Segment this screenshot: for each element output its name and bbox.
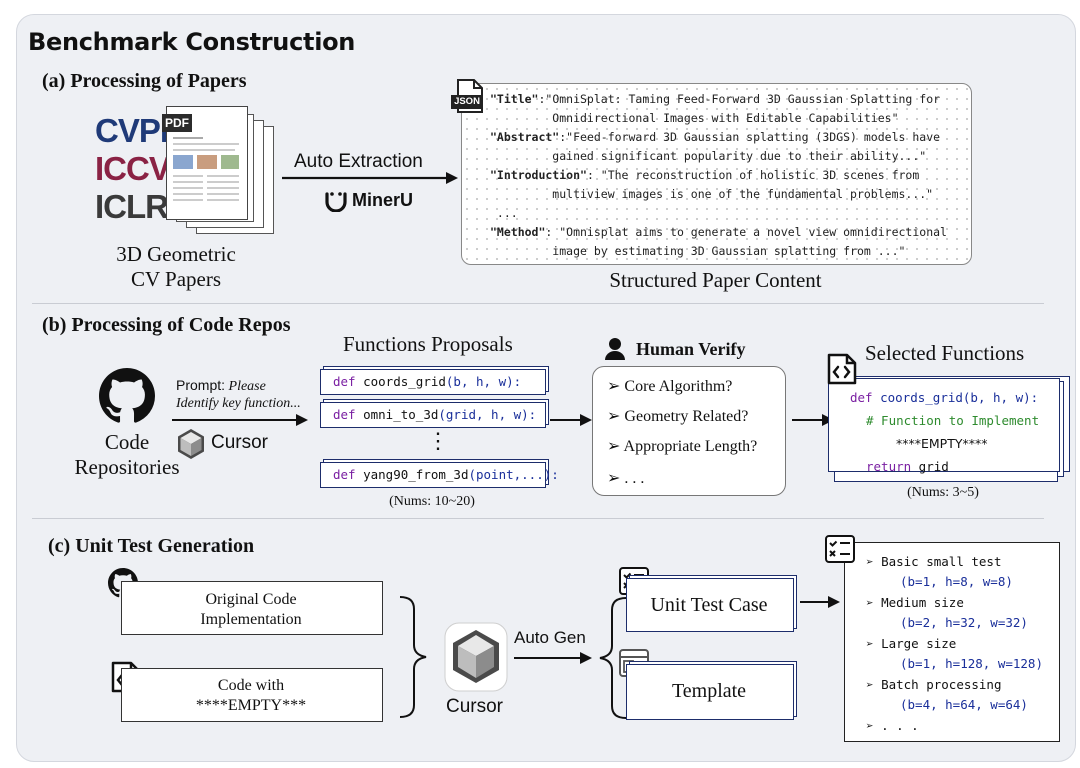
json-line: "Introduction": "The reconstruction of h… xyxy=(490,168,920,182)
verify-checklist xyxy=(592,366,786,496)
test-case-name: ➢ . . . xyxy=(866,718,919,733)
verify-item: ➢ Appropriate Length? xyxy=(607,438,758,455)
repo-caption-line1: Code xyxy=(104,430,150,454)
section-divider xyxy=(32,303,1044,304)
json-caption: Structured Paper Content xyxy=(609,268,822,292)
mineru-label: MinerU xyxy=(352,190,414,210)
json-line: image by estimating 3D Gaussian splattin… xyxy=(490,244,906,258)
selected-code-line1: def coords_grid(b, h, w): xyxy=(850,390,1039,405)
unit-test-case-box xyxy=(626,578,794,632)
person-icon xyxy=(605,338,625,360)
original-code-line2: Implementation xyxy=(200,611,302,628)
cursor-logo-icon xyxy=(178,429,204,459)
figure-title: Benchmark Construction xyxy=(28,28,356,56)
github-icon xyxy=(99,368,155,423)
original-code-label: Original Code Implementation xyxy=(121,590,381,630)
selected-count: (Nums: 3~5) xyxy=(907,485,979,500)
venue-iccv: ICCV xyxy=(95,150,171,187)
verify-item: ➢ Core Algorithm? xyxy=(607,378,733,395)
checklist-icon xyxy=(825,535,855,563)
prompt-text: Prompt: Please Identify key function... xyxy=(176,377,301,412)
pdf-badge: PDF xyxy=(162,114,192,132)
prompt-arrow xyxy=(172,414,308,426)
test-case-name: ➢ Batch processing xyxy=(866,677,1002,692)
auto-gen-label: Auto Gen xyxy=(514,628,586,647)
input-brace xyxy=(399,596,427,718)
test-case-params: (b=1, h=128, w=128) xyxy=(900,656,1043,671)
test-case-params: (b=2, h=32, w=32) xyxy=(900,615,1028,630)
function-proposal: def omni_to_3d(grid, h, w): xyxy=(320,402,546,428)
chevron-right-icon: ➢ xyxy=(607,470,621,487)
section-divider xyxy=(32,518,1044,519)
tests-arrow xyxy=(800,596,840,608)
cursor-app-icon xyxy=(444,622,508,692)
function-proposal: def yang90_from_3d(point,...): xyxy=(320,462,559,488)
test-case-name: ➢ Medium size xyxy=(866,595,964,610)
repo-caption-line2: Repositories xyxy=(74,455,180,479)
json-line: "Method": "Omnisplat aims to generate a … xyxy=(490,225,947,239)
papers-caption-line2: CV Papers xyxy=(130,267,222,291)
selected-code-comment: # Function to Implement xyxy=(866,413,1040,428)
empty-code-label: Code with ****EMPTY*** xyxy=(121,676,381,716)
json-line: "Abstract":"Feed-forward 3D Gaussian spl… xyxy=(490,130,941,144)
empty-code-box xyxy=(121,668,383,722)
cursor-label-b: Cursor xyxy=(211,432,269,453)
prompt-label: Prompt: xyxy=(176,377,226,393)
json-badge: JSON xyxy=(451,95,483,109)
verify-arrow xyxy=(550,414,592,426)
proposals-title: Functions Proposals xyxy=(343,332,513,356)
chevron-right-icon: ➢ xyxy=(607,438,621,455)
json-line: Omnidirectional Images with Editable Cap… xyxy=(490,111,899,125)
papers-caption: 3D Geometric CV Papers xyxy=(110,242,242,292)
empty-code-line1: Code with xyxy=(217,677,285,694)
papers-caption-line1: 3D Geometric xyxy=(116,242,236,266)
test-case-list xyxy=(844,542,1060,742)
json-line: multiview images is one of the fundament… xyxy=(490,187,934,201)
template-label: Template xyxy=(671,680,747,702)
prompt-line2: Identify key function... xyxy=(176,396,301,411)
empty-code-line2: ****EMPTY*** xyxy=(195,697,307,714)
original-code-box xyxy=(121,581,383,635)
chevron-right-icon: ➢ xyxy=(607,408,621,425)
repo-caption: Code Repositories xyxy=(62,430,192,480)
output-brace xyxy=(599,597,627,719)
cursor-label-c: Cursor xyxy=(446,696,504,717)
extraction-arrow xyxy=(282,172,458,184)
test-case-params: (b=1, h=8, w=8) xyxy=(900,574,1013,589)
selected-code-empty: ****EMPTY**** xyxy=(896,436,988,451)
section-b-heading: (b) Processing of Code Repos xyxy=(42,314,291,336)
test-case-name: ➢ Basic small test xyxy=(866,554,1002,569)
test-case-params: (b=4, h=64, w=64) xyxy=(900,697,1028,712)
verify-item: ➢ Geometry Related? xyxy=(607,408,749,425)
function-proposal: def coords_grid(b, h, w): xyxy=(320,369,546,395)
code-file-icon xyxy=(827,353,857,385)
structured-content-box xyxy=(461,83,972,265)
auto-extraction-label: Auto Extraction xyxy=(294,151,423,172)
proposals-count: (Nums: 10~20) xyxy=(389,494,475,509)
chevron-right-icon: ➢ xyxy=(607,378,621,395)
section-a-heading: (a) Processing of Papers xyxy=(42,70,247,92)
template-box xyxy=(626,664,794,720)
original-code-line1: Original Code xyxy=(205,591,297,608)
selected-title: Selected Functions xyxy=(865,341,1025,365)
proposals-ellipsis: ⋮ xyxy=(427,428,449,453)
json-line: "Title":"OmniSplat: Taming Feed-Forward … xyxy=(490,92,941,106)
json-line: ... xyxy=(490,206,518,220)
prompt-line1: Please xyxy=(228,379,266,394)
json-line: gained significant popularity due to the… xyxy=(490,149,927,163)
section-c-heading: (c) Unit Test Generation xyxy=(48,535,255,557)
verify-title: Human Verify xyxy=(636,339,746,359)
unit-test-case-label: Unit Test Case xyxy=(650,594,768,616)
venue-iclr: ICLR xyxy=(95,188,169,225)
mineru-icon xyxy=(325,192,347,212)
selected-code-return: return grid xyxy=(866,459,949,474)
verify-item: ➢ . . . xyxy=(607,470,645,487)
test-case-name: ➢ Large size xyxy=(866,636,957,651)
auto-gen-arrow xyxy=(514,652,592,664)
